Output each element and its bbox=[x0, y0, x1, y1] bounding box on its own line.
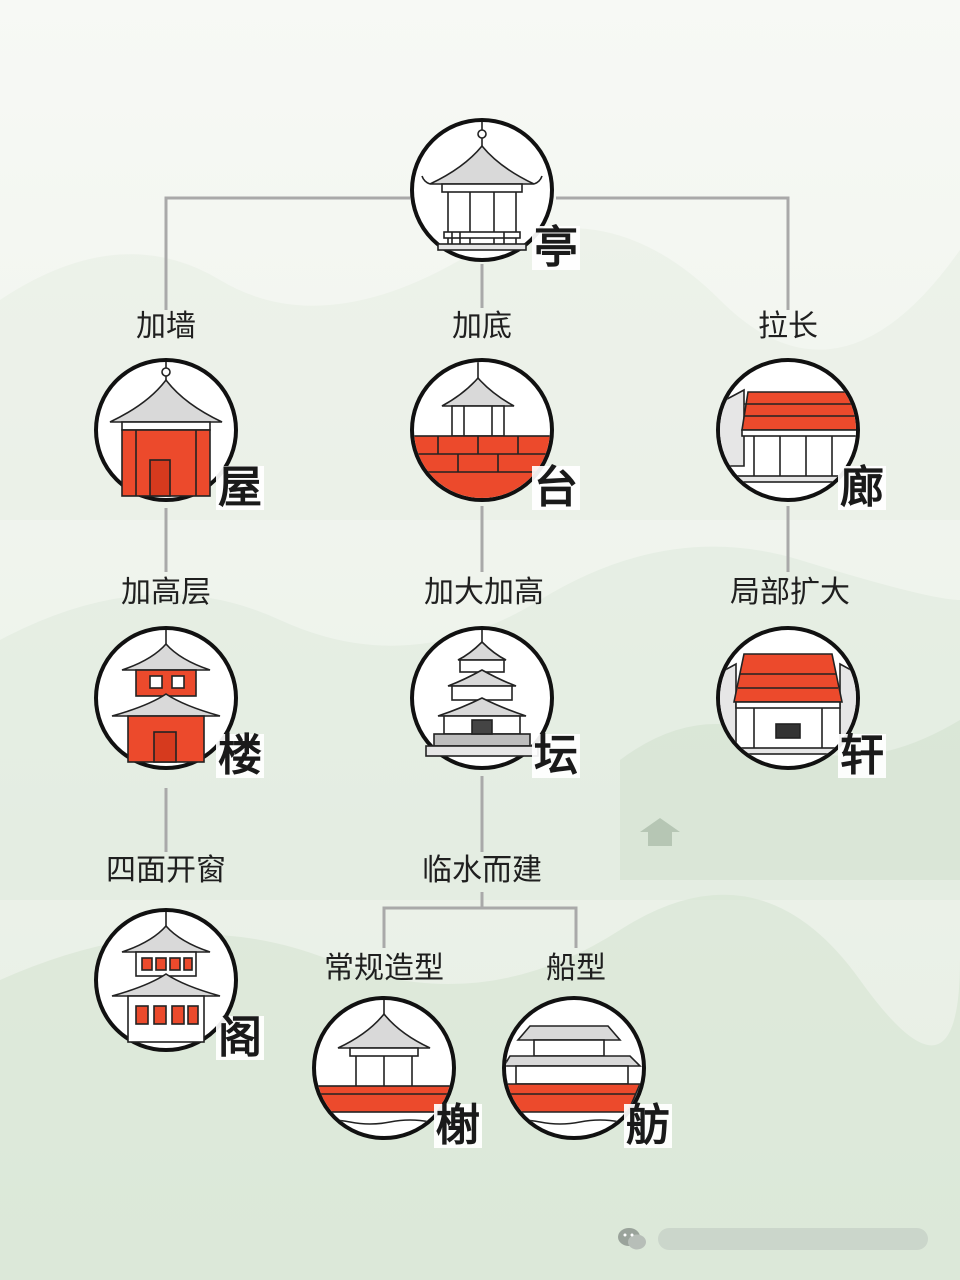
edge-label-ju-bu-kuo-da: 局部扩大 bbox=[730, 575, 850, 610]
node-tan: 坛 bbox=[408, 624, 580, 778]
pavilion-tower-illustration bbox=[94, 908, 238, 1052]
edge-label-la-chang: 拉长 bbox=[758, 309, 818, 344]
edge-label-chuan-xing: 船型 bbox=[546, 951, 606, 986]
node-ting: 亭 bbox=[408, 116, 580, 270]
edge-label-chang-gui-zao-xing: 常规造型 bbox=[324, 951, 444, 986]
node-char-ting: 亭 bbox=[532, 222, 580, 273]
node-ge: 阁 bbox=[92, 906, 264, 1060]
edge-label-jia-da-jia-gao: 加大加高 bbox=[424, 575, 544, 610]
node-xie: 榭 bbox=[310, 994, 482, 1148]
node-char-xuan: 轩 bbox=[838, 730, 886, 781]
altar-illustration bbox=[410, 626, 554, 770]
watermark-blurred-text bbox=[658, 1228, 928, 1250]
node-char-ge: 阁 bbox=[216, 1012, 264, 1063]
node-wu: 屋 bbox=[92, 356, 264, 510]
node-char-lou: 楼 bbox=[216, 730, 264, 781]
node-lou: 楼 bbox=[92, 624, 264, 778]
pavilion-illustration bbox=[410, 118, 554, 262]
corridor-illustration bbox=[716, 358, 860, 502]
hall-illustration bbox=[716, 626, 860, 770]
node-char-lang: 廊 bbox=[838, 462, 886, 513]
node-char-tan: 坛 bbox=[532, 730, 580, 781]
boat-pavilion-illustration bbox=[502, 996, 646, 1140]
node-char-fang: 舫 bbox=[624, 1100, 672, 1151]
node-xuan: 轩 bbox=[714, 624, 886, 778]
house-illustration bbox=[94, 358, 238, 502]
node-char-wu: 屋 bbox=[216, 462, 264, 513]
wechat-icon bbox=[618, 1228, 646, 1250]
edge-label-jia-gao-ceng: 加高层 bbox=[121, 575, 211, 610]
node-lang: 廊 bbox=[714, 356, 886, 510]
node-fang: 舫 bbox=[500, 994, 672, 1148]
node-char-tai: 台 bbox=[532, 462, 580, 513]
node-tai: 台 bbox=[408, 356, 580, 510]
tower-illustration bbox=[94, 626, 238, 770]
edge-label-jia-qiang: 加墙 bbox=[136, 309, 196, 344]
edge-label-si-mian-kai-chuang: 四面开窗 bbox=[106, 853, 226, 888]
watermark bbox=[616, 1222, 936, 1256]
waterside-pavilion-illustration bbox=[312, 996, 456, 1140]
terrace-illustration bbox=[410, 358, 554, 502]
edge-label-lin-shui-er-jian: 临水而建 bbox=[422, 853, 542, 888]
edge-label-jia-di: 加底 bbox=[452, 309, 512, 344]
node-char-xie: 榭 bbox=[434, 1100, 482, 1151]
